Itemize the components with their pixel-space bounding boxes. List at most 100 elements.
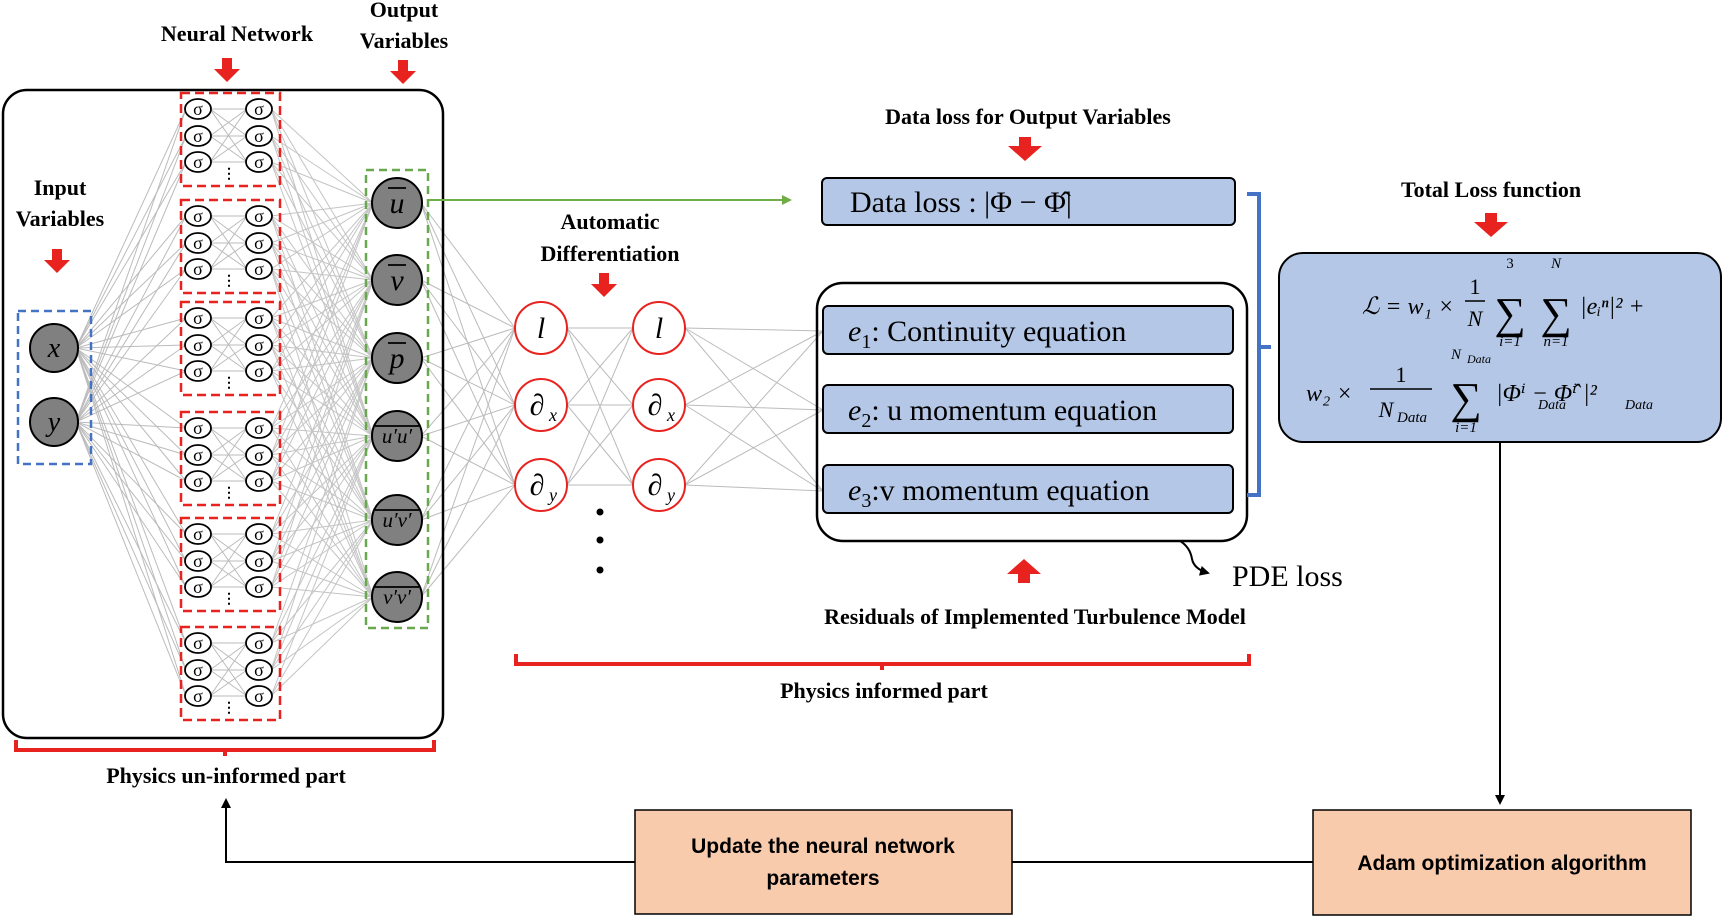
svg-text:σ: σ — [254, 335, 264, 355]
input-node-y: y — [29, 397, 79, 447]
loss-frac2-den: N — [1378, 397, 1395, 422]
hidden-node: σ — [245, 632, 273, 654]
loss-sum3-top-sub: Data — [1466, 352, 1491, 366]
svg-text:σ: σ — [193, 308, 203, 328]
output-variables-header-1: Output — [370, 0, 439, 22]
svg-text:σ: σ — [193, 445, 203, 465]
output-node: u′v′ — [371, 494, 423, 546]
hidden-node: σ — [245, 151, 273, 173]
hidden-node: σ — [245, 258, 273, 280]
svg-text:σ: σ — [254, 259, 264, 279]
svg-text:σ: σ — [254, 633, 264, 653]
svg-text:σ: σ — [254, 361, 264, 381]
arrow-total-loss — [1474, 213, 1508, 237]
equation-text: e2: u momentum equation — [848, 394, 1157, 432]
ad-node-label: l — [537, 312, 545, 345]
loss-sum3-sigma: ∑ — [1450, 374, 1481, 423]
ad-node: ∂x — [632, 378, 686, 432]
output-node-label: v — [390, 264, 404, 297]
svg-text:σ: σ — [193, 259, 203, 279]
loss-line1-lhs: ℒ = w₁ × — [1362, 294, 1454, 320]
hidden-node: σ — [245, 470, 273, 492]
arrow-neural-network — [214, 58, 240, 82]
loss-sum1-top: 3 — [1506, 256, 1514, 272]
svg-text:σ: σ — [193, 577, 203, 597]
svg-text:σ: σ — [193, 233, 203, 253]
hidden-node: σ — [184, 125, 212, 147]
hidden-node: σ — [245, 205, 273, 227]
physics-uninformed-box — [1, 88, 445, 740]
svg-text:σ: σ — [254, 686, 264, 706]
loss-frac2-den-sub: Data — [1396, 410, 1427, 426]
output-node: v′v′ — [371, 571, 423, 623]
svg-text:σ: σ — [254, 524, 264, 544]
hidden-ellipsis: ⋮ — [222, 376, 236, 391]
loss-frac1-den: N — [1467, 306, 1484, 331]
pde-container — [815, 281, 1249, 543]
hidden-ellipsis: ⋮ — [222, 486, 236, 501]
svg-text:σ: σ — [193, 524, 203, 544]
red-arrows — [44, 58, 1508, 583]
ad-node-sub: y — [665, 485, 675, 505]
loss-sum3-bot: i=1 — [1455, 420, 1477, 436]
ad-node-label: ∂ — [648, 389, 663, 422]
svg-text:σ: σ — [254, 126, 264, 146]
ad-node: l — [514, 301, 568, 355]
hidden-node: σ — [245, 307, 273, 329]
svg-text:σ: σ — [193, 361, 203, 381]
svg-text:σ: σ — [193, 471, 203, 491]
update-to-network-line — [221, 798, 635, 863]
output-node-label: v′v′ — [383, 585, 411, 609]
loss-sum1-sigma: ∑ — [1494, 289, 1525, 338]
physics-uninformed-label: Physics un-informed part — [106, 763, 346, 788]
hidden-node: σ — [184, 417, 212, 439]
hidden-node: σ — [184, 98, 212, 120]
ad-node-sub: x — [666, 405, 675, 425]
hidden-node: σ — [184, 307, 212, 329]
equation-box: e2: u momentum equation — [822, 384, 1234, 434]
ad-node-label: ∂ — [648, 469, 663, 502]
arrow-input-variables — [44, 249, 70, 273]
loss-sum3-top: N — [1450, 347, 1462, 363]
loss-term2: |Φⁱ − Φ̂ⁱ |² — [1496, 381, 1598, 407]
output-node-label: u′v′ — [382, 508, 411, 532]
pde-loss-arrow — [1179, 540, 1210, 576]
ad-node-sub: x — [548, 405, 557, 425]
arrow-automatic-diff — [591, 273, 617, 297]
loss-bracket — [1247, 192, 1271, 497]
equation-text: e1: Continuity equation — [848, 315, 1126, 353]
hidden-node: σ — [184, 632, 212, 654]
hidden-node: σ — [184, 151, 212, 173]
output-node: p — [371, 332, 423, 384]
hidden-node: σ — [245, 444, 273, 466]
data-loss-header: Data loss for Output Variables — [885, 104, 1171, 129]
ad-node-label: ∂ — [530, 469, 545, 502]
pde-loss-label: PDE loss — [1232, 560, 1343, 593]
physics-informed-label: Physics informed part — [780, 678, 988, 703]
physics-uninformed-brace — [14, 740, 436, 756]
input-variables-header-2: Variables — [16, 206, 105, 231]
hidden-node: σ — [184, 205, 212, 227]
hidden-node: σ — [245, 550, 273, 572]
ad-node-label: l — [655, 312, 663, 345]
loss-sum2-top: N — [1550, 256, 1562, 272]
hidden-node: σ — [184, 550, 212, 572]
loss-sum2-bot: n=1 — [1543, 334, 1568, 350]
ad-node-label: ∂ — [530, 389, 545, 422]
hidden-node: σ — [184, 232, 212, 254]
adam-box — [1312, 809, 1692, 916]
svg-text:σ: σ — [254, 418, 264, 438]
network-connections — [75, 108, 824, 697]
neural-network-header: Neural Network — [161, 21, 314, 46]
svg-text:σ: σ — [254, 308, 264, 328]
automatic-differentiation-header-2: Differentiation — [541, 241, 680, 266]
output-node-label: u′u′ — [382, 424, 413, 448]
output-node: u — [371, 177, 423, 229]
equation-box: e3:v momentum equation — [822, 464, 1234, 514]
hidden-node: σ — [245, 576, 273, 598]
output-node-label: u — [390, 187, 405, 220]
